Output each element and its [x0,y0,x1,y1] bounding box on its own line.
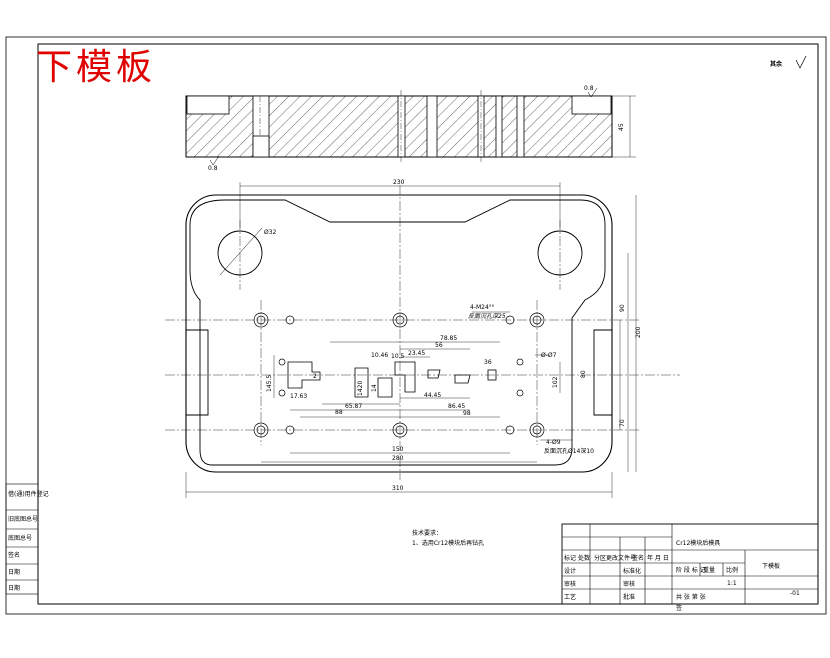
left-cell-4: 签名 [8,551,20,559]
stage-label: 阶 段 标 记 [676,566,706,574]
dim-56: 56 [435,342,443,349]
dim-10-46: 10.46 [371,352,388,359]
dim-78-85: 78.85 [440,335,457,342]
row-label-mark: 标记 [564,554,576,562]
label-check: 审核 [623,580,635,588]
label-standard: 标准化 [623,567,641,575]
bottom-mark: 签 [676,604,682,612]
label-review: 审核 [564,580,576,588]
dim-14: 14 [371,384,378,392]
inner-frame [37,43,819,605]
left-cell-1: 借(通)用件登记 [8,490,49,498]
row-label-sign: 签名 [632,554,644,562]
dim-90: 90 [619,304,626,312]
side-view: 45 0.8 0.8 [185,85,636,172]
roughness-bottom: 0.8 [208,165,218,172]
dim-36: 36 [484,359,492,366]
surface-finish-note: 其余 [770,60,783,68]
drawing-number: -01 [790,590,800,597]
callout-phi32: Ø32 [264,229,277,236]
dim-80: 80 [580,370,587,378]
technical-notes: 技术要求： 1、选用Cr12模块后再钻孔 [412,529,484,547]
dim-86-45: 86.45 [448,403,465,410]
left-cell-2: 旧底图总号 [8,515,38,523]
scale-value: 1:1 [727,580,737,587]
dim-thickness: 45 [618,123,625,131]
left-cell-3: 底图总号 [8,534,32,542]
callout-4phi: 4-Ø9 [546,439,561,446]
roughness-icon [795,55,807,69]
dim-230: 230 [393,179,405,186]
dim-1420: 1420 [357,381,364,396]
tech-heading: 技术要求： [412,529,442,537]
callout-4m-note: 反面沉孔深25 [468,313,506,320]
dim-70: 70 [619,419,626,427]
row-label-date: 年 月 日 [647,554,669,562]
row-label-change: 更改文件号 [606,554,636,562]
dim-17-63: 17.63 [290,393,307,400]
dim-23-45: 23.45 [408,350,425,357]
drawing-title: Cr12模块后模具 [676,539,720,547]
left-cell-5: 日期 [8,568,20,576]
row-label-count: 处数 [578,554,590,562]
dim-200: 200 [635,326,642,338]
outer-frame [5,36,827,615]
dim-280: 280 [392,455,404,462]
dim-88: 88 [335,409,343,416]
title-block [561,523,819,605]
left-cell-6: 日期 [8,584,20,592]
dim-65-87: 65.87 [345,403,362,410]
dimension-labels: 230 310 280 150 98 88 86.45 78.85 65.87 … [266,179,642,492]
plan-view [165,182,680,498]
dim-2: 2 [313,373,317,380]
weight-label: 重量 [703,566,715,574]
row-label-zone: 分区 [594,554,606,562]
left-column-table [5,483,39,595]
dim-310: 310 [392,485,404,492]
overlay-title: 下模板 [36,47,157,88]
dim-44-45: 44.45 [424,392,441,399]
roughness-top: 0.8 [584,85,594,92]
sheet-count: 共 张 第 张 [676,593,706,601]
callout-4phi-note: 反面沉孔Ø14深10 [544,447,594,455]
label-approve: 批准 [623,593,635,601]
ratio-label: 比例 [726,566,738,574]
dim-102: 102 [552,376,559,388]
dim-150: 150 [392,446,404,453]
callout-4m: 4-M24°⁰ [470,304,495,311]
label-process: 工艺 [564,593,576,601]
dim-98: 98 [463,410,471,417]
dim-145-5: 145.5 [266,375,273,392]
callout-phi7: Ø-Ø7 [541,352,557,359]
part-name: 下模板 [762,562,780,570]
label-design: 设计 [564,567,576,575]
callouts: Ø32 4-M24°⁰ 反面沉孔深25 Ø-Ø7 4-Ø9 反面沉孔Ø14深10 [264,229,594,455]
dim-10-5: 10.5 [391,353,405,360]
tech-line-1: 1、选用Cr12模块后再钻孔 [412,539,484,547]
